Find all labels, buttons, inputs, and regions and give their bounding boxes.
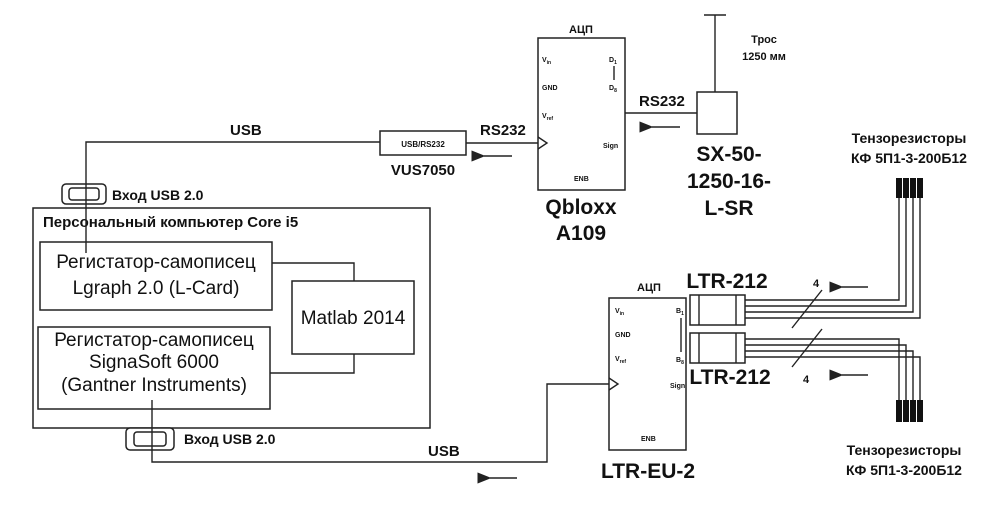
adc1-name-line1: Qbloxx [545, 196, 617, 219]
adc2-pin-enb: ENB [641, 436, 656, 443]
adc1-title: АЦП [569, 24, 593, 36]
usb-top-label: USB [230, 122, 262, 139]
strain-gauge-bottom-icon [896, 400, 923, 422]
recorder-signasoft-line1: Регистатор-самописец [54, 330, 254, 351]
adc2-name: LTR-EU-2 [601, 460, 695, 483]
sensor-model-line1: SX-50- [696, 143, 761, 166]
ltr212-top-module [689, 294, 746, 326]
strain-top-line2: КФ 5П1-3-200Б12 [851, 150, 967, 166]
recorder-lgraph-line1: Регистатор-самописец [56, 252, 256, 273]
sensor-model-line3: L-SR [705, 197, 754, 220]
strain-bottom-line1: Тензорезисторы [847, 442, 962, 458]
adc1-pin-gnd: GND [542, 85, 558, 92]
adc1-pin-enb: ENB [574, 176, 589, 183]
ltr212-bottom-module [689, 332, 746, 364]
rs232-left-label: RS232 [480, 122, 526, 139]
adc1-input-triangle [537, 136, 549, 150]
strain-bottom-line2: КФ 5П1-3-200Б12 [846, 462, 962, 478]
recorder-signasoft-line3: (Gantner Instruments) [61, 375, 247, 396]
adc2-pin-vref: Vref [615, 356, 626, 365]
matlab-box [291, 280, 415, 355]
pc-usb-input-top-label: Вход USB 2.0 [112, 187, 204, 203]
adc2-pin-vin: Vin [615, 308, 624, 317]
usb-bottom-label: USB [428, 443, 460, 460]
adc2-title: АЦП [637, 282, 661, 294]
strain-bus-bottom [745, 328, 921, 403]
recorder-signasoft-line2: SignaSoft 6000 [89, 352, 219, 373]
pc-title: Персональный компьютер Core i5 [43, 214, 298, 231]
usb-port-top-icon [61, 183, 107, 205]
converter-label: USB/RS232 [401, 140, 445, 149]
adc2-pin-b1: B1 [676, 308, 684, 317]
adc2-box [608, 297, 687, 451]
sensor-box [696, 91, 738, 135]
converter-box [379, 130, 467, 156]
adc2-pin-b8: B8 [676, 357, 684, 366]
usb-top-cable [85, 141, 380, 253]
strain-bus-top [745, 195, 921, 329]
adc1-pin-vref: Vref [542, 113, 553, 122]
adc1-box [537, 37, 626, 191]
recorder1-matlab-link [272, 262, 355, 281]
converter-name: VUS7050 [391, 162, 455, 179]
usb-bottom-cable [151, 383, 609, 463]
adc2-pin-sign: Sign [670, 383, 685, 390]
matlab-label: Matlab 2014 [301, 308, 406, 329]
bus-count-bottom: 4 [803, 374, 810, 386]
usb-port-bottom-icon [125, 427, 175, 451]
sensor-model-line2: 1250-16- [687, 170, 771, 193]
cable-label-line1: Трос [751, 34, 777, 46]
rs232-right-label: RS232 [639, 93, 685, 110]
ltr212-bottom-label: LTR-212 [689, 366, 770, 389]
recorder-lgraph-box [39, 241, 273, 311]
recorder-lgraph-line2: Lgraph 2.0 (L-Card) [73, 278, 240, 299]
cable-label-line2: 1250 мм [742, 51, 786, 63]
ltr212-top-label: LTR-212 [686, 270, 767, 293]
adc1-name-line2: A109 [556, 222, 606, 245]
adc1-pin-sign: Sign [603, 143, 618, 150]
adc1-pin-d1: D1 [609, 57, 617, 66]
adc1-pin-vin: Vin [542, 57, 551, 66]
bus-count-top: 4 [813, 278, 820, 290]
recorder2-matlab-link [270, 354, 355, 374]
pc-usb-input-bottom-label: Вход USB 2.0 [184, 431, 276, 447]
strain-gauge-top-icon [896, 178, 923, 198]
adc1-pin-d8: D8 [609, 85, 617, 94]
adc2-input-triangle [608, 377, 620, 391]
recorder-signasoft-box [37, 326, 271, 410]
strain-top-line1: Тензорезисторы [852, 130, 967, 146]
adc2-pin-gnd: GND [615, 332, 631, 339]
